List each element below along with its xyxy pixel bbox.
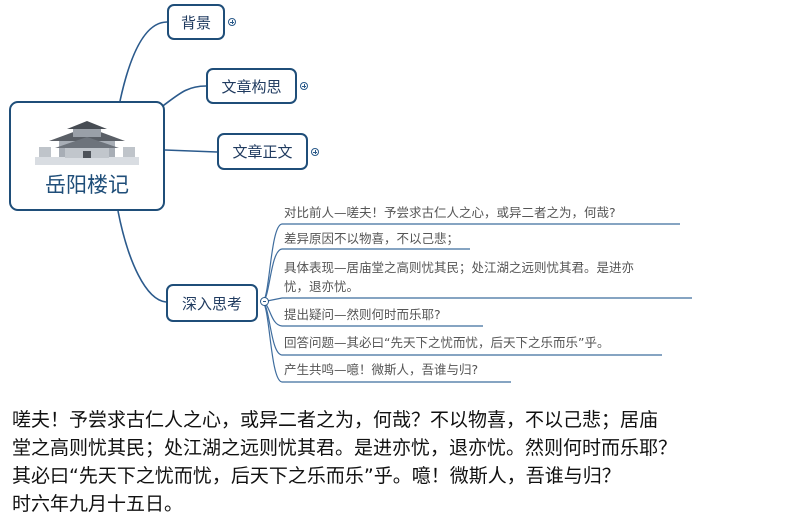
branch-deep-thinking[interactable]: 深入思考 [166,284,258,322]
branch-label: 深入思考 [181,294,242,313]
leaf-item[interactable]: 对比前人—嗟夫！予尝求古仁人之心，或异二者之为，何哉? [284,205,616,220]
branch-background[interactable]: 背景 [167,4,225,40]
passage-line: 嗟夫！予尝求古仁人之心，或异二者之为，何哉？不以物喜，不以己悲；居庙 [12,409,659,431]
branch-label: 文章构思 [221,77,282,96]
leaf-item[interactable]: 具体表现—居庙堂之高则忧其民；处江湖之远则忧其君。是进亦 [284,260,635,275]
passage-line: 时六年九月十五日。 [12,493,184,515]
expand-icon[interactable] [311,148,319,156]
branch-structure[interactable]: 文章构思 [206,68,297,104]
collapse-icon[interactable] [260,297,269,306]
expand-icon[interactable] [300,82,308,90]
yueyang-tower-icon [35,121,139,165]
mind-map: 岳阳楼记 背景 文章构思 文章正文 深入思考 对比前人—嗟夫！予尝求古仁人之心，… [9,4,692,383]
leaf-item-continued: 忧，退亦忧。 [284,279,360,294]
branch-main-text[interactable]: 文章正文 [217,133,308,170]
passage-text: 嗟夫！予尝求古仁人之心，或异二者之为，何哉？不以物喜，不以己悲；居庙 堂之高则忧… [12,406,797,518]
expand-icon[interactable] [228,18,236,26]
leaf-item[interactable]: 回答问题—其必曰“先天下之忧而忧，后天下之乐而乐”乎。 [284,335,610,350]
root-title: 岳阳楼记 [45,173,129,197]
passage-line: 堂之高则忧其民；处江湖之远则忧其君。是进亦忧，退亦忧。然则何时而乐耶？ [12,437,678,459]
branch-label: 背景 [180,13,211,32]
passage-line: 其必曰“先天下之忧而忧，后天下之乐而乐”乎。噫！微斯人，吾谁与归？ [12,465,621,487]
leaf-item[interactable]: 差异原因不以物喜，不以己悲； [284,231,460,246]
leaf-item[interactable]: 提出疑问—然则何时而乐耶? [284,307,441,322]
branch-label: 文章正文 [232,143,293,161]
leaf-item[interactable]: 产生共鸣—噫！微斯人，吾谁与归? [284,362,479,377]
root-node[interactable]: 岳阳楼记 [9,101,165,211]
